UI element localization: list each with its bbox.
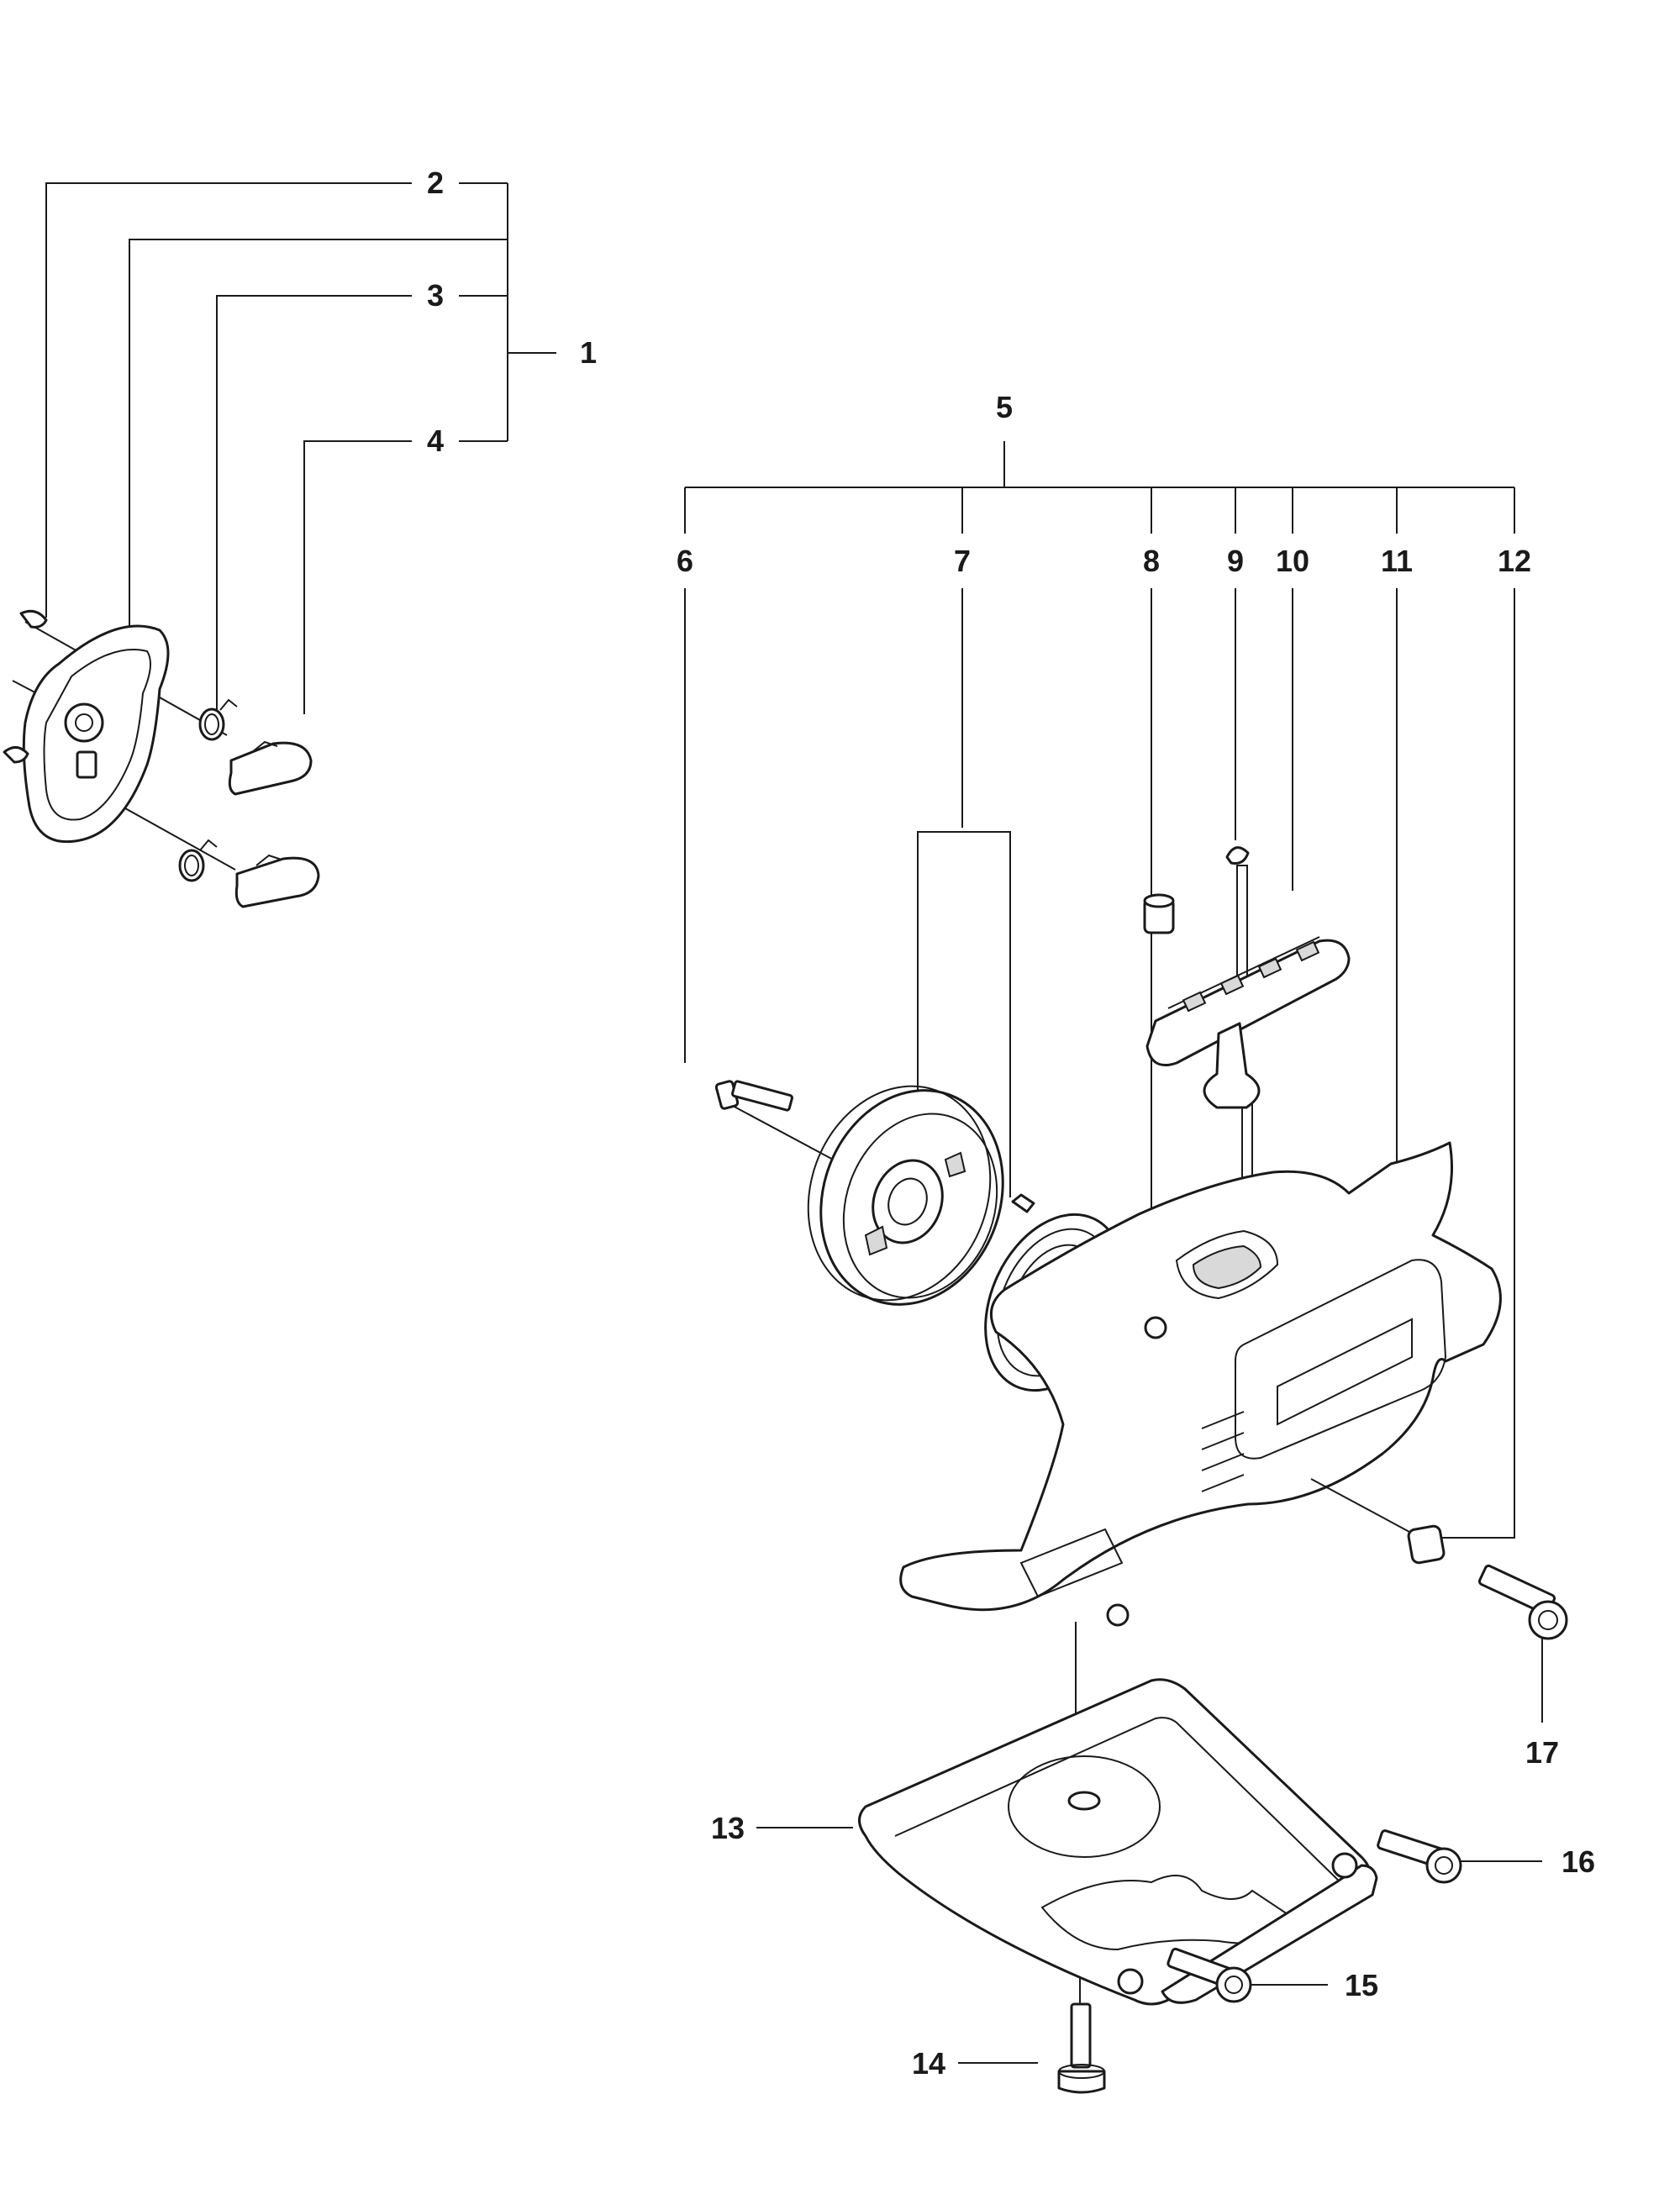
screw-17-part [1477,1564,1568,1640]
pawl-lower [234,854,320,908]
screw-16-part [1377,1829,1462,1884]
spring-upper [198,698,238,741]
pawl-upper [228,740,313,796]
callout-15: 15 [1345,1968,1378,2002]
starter-housing-part [899,1141,1502,1627]
bushing-8-part [1143,893,1175,934]
callout-7: 7 [954,544,971,578]
callout-13: 13 [711,1811,745,1845]
callout-9: 9 [1227,544,1244,578]
callout-12: 12 [1498,544,1531,578]
callout-16: 16 [1562,1844,1595,1879]
callout-5: 5 [996,390,1013,424]
starter-handle-part [1145,936,1351,1109]
callout-1: 1 [580,335,597,370]
spring-lower [178,839,218,882]
callout-17: 17 [1525,1735,1559,1770]
callout-10: 10 [1276,544,1309,578]
screw-6-part [714,1080,850,1169]
callout-11: 11 [1381,544,1413,578]
callout-4: 4 [427,424,444,458]
callout-2: 2 [427,166,444,200]
screw-14-part [1057,2002,1106,2094]
callout-3: 3 [427,278,444,313]
pulley-part [807,1085,1004,1306]
callout-6: 6 [677,544,693,578]
leader-lines-group-1 [45,182,556,718]
callout-labels: 2 3 1 4 5 6 7 8 9 10 11 12 17 13 16 15 1… [427,166,1595,2081]
screw-15-part [1167,1947,1252,2003]
bushing-12-part [1310,1478,1446,1565]
callout-14: 14 [912,2046,945,2081]
ratchet-assembly-part [3,609,320,908]
callout-8: 8 [1143,544,1160,578]
base-plate-part [858,1678,1378,2006]
